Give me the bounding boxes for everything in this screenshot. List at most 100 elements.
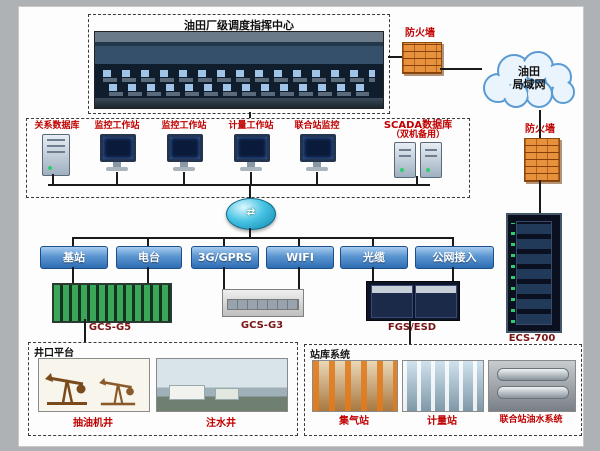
ecs-700-label: ECS-700 [508,333,556,344]
server-vents [399,147,411,157]
database-label: 关系数据库 [34,121,80,131]
cloud-label: 油田 局域网 [478,65,580,91]
connector-line [452,239,454,246]
monitor-icon [298,134,336,172]
gcs-g3-label: GCS-G3 [240,320,284,331]
scada-sublabel: （双机备用） [390,130,445,140]
cloud-label-line1: 油田 [518,65,540,78]
monitor-base [106,167,128,171]
pumpjack-caption: 抽油机井 [73,418,113,429]
connector-line [72,267,74,283]
monitor-stand [313,162,321,167]
monitor-screen [167,134,203,162]
connector-line [147,267,149,283]
router-arrows: ⇄ [246,207,256,218]
fgs-unit [371,285,413,318]
server-vents [425,147,437,157]
connector-line [223,267,225,289]
tank [497,386,569,399]
cloud-label-line2: 局域网 [512,77,546,91]
firewall-top-label: 防火墙 [405,28,435,39]
connector-line [388,56,402,58]
server-led [400,168,404,172]
gcs-g5-label: GCS-G5 [88,322,132,333]
monitor-screen [234,134,270,162]
meter-station-image [402,360,484,412]
connector-line [249,228,251,238]
floor [95,98,383,108]
connector-line [84,319,86,342]
connector-line [249,186,251,198]
meter-station-caption: 计量站 [427,416,457,427]
wellhead-box [28,342,298,436]
connector-line [183,172,185,184]
connector-line [372,267,374,281]
din-rail-modules [227,299,299,310]
monitor-stand [180,162,188,167]
firewall-icon [524,138,560,182]
monitor-stand [113,162,121,167]
connector-line [416,176,418,184]
union-station-caption: 联合站油水系统 [499,415,563,425]
pumpjack-icon [99,377,136,406]
server-led [48,166,52,170]
fgs-esd-image [366,281,460,321]
connector-line [409,319,411,344]
connector-line [72,239,74,246]
pumpjack-icon [45,373,87,405]
server-led [426,168,430,172]
fgs-unit [415,285,457,318]
command-center-title: 油田厂级调度指挥中心 [184,19,294,32]
monitor-label-1: 监控工作站 [94,121,140,131]
union-station-image [488,360,576,412]
connector-line [298,239,300,246]
cloud-icon [483,51,575,108]
gcs-g5-image [52,283,172,323]
wellhead-title: 井口平台 [34,348,74,359]
tank [497,368,569,381]
monitor-label-3: 计量工作站 [228,121,274,131]
cabinet-modules [516,221,552,325]
desk-row [109,92,369,96]
connector-line [440,68,482,70]
monitor-label-4: 联合站监控 [294,121,340,131]
bus-line [72,237,454,239]
connector-line [147,239,149,246]
monitor-stand [247,162,255,167]
connector-line [52,174,54,184]
monitor-screen [300,134,336,162]
scada-server-icon [394,142,416,178]
monitor-row [103,70,375,77]
monitor-base [240,167,262,171]
ecs-700-cabinet-image [506,213,562,333]
monitor-label-2: 监控工作站 [161,121,207,131]
net-node-base-station: 基站 [40,246,108,269]
monitor-base [306,167,328,171]
bus-line [48,184,430,186]
building [215,388,239,400]
firewall-icon [402,42,442,74]
scada-label: SCADA数据库 [383,120,453,131]
net-node-public-network: 公网接入 [415,246,494,269]
connector-line [223,239,225,246]
monitor-row [109,84,369,91]
monitor-icon [165,134,203,172]
injection-well-caption: 注水井 [206,418,236,429]
connector-line [539,180,541,213]
connector-line [452,267,454,281]
net-node-wifi: WIFI [266,246,334,269]
connector-line [372,239,374,246]
gas-station-caption: 集气站 [339,416,369,427]
monitor-base [173,167,195,171]
desk-row [103,78,375,82]
connector-line [116,172,118,184]
net-node-3g-gprs: 3G/GPRS [191,246,259,269]
injection-well-image [156,358,288,412]
control-room-image [94,31,384,109]
station-title: 站库系统 [310,350,350,361]
monitor-icon [98,134,136,172]
fgs-esd-label: FGS/ESD [387,322,437,333]
pumpjack-image [38,358,150,412]
monitor-screen [100,134,136,162]
command-center-box: 油田厂级调度指挥中心 [88,14,390,114]
